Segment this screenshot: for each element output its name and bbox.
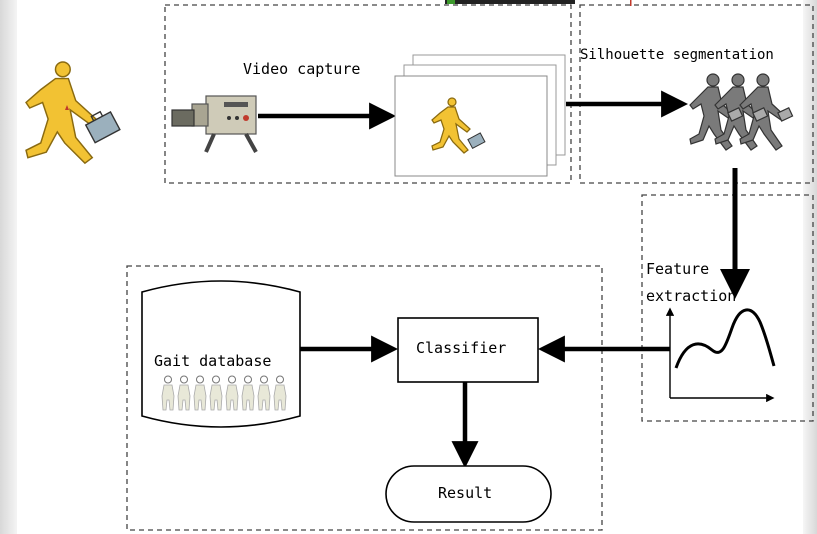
video-capture-box: [164, 4, 572, 184]
silhouette-figures-icon: [689, 73, 794, 151]
top-crop-artifact-red: [630, 0, 632, 6]
top-crop-artifact: [445, 0, 575, 4]
gait-database-label: Gait database: [154, 352, 272, 370]
classifier-label: Classifier: [416, 339, 507, 357]
feature-extraction-box: [641, 194, 814, 422]
recognition-box: [126, 265, 603, 531]
top-crop-artifact-green: [447, 0, 455, 4]
segmentation-box: [579, 4, 814, 184]
result-box: [385, 465, 552, 523]
walking-person-icon: [25, 61, 121, 164]
silhouette-segmentation-label: Silhouette segmentation: [580, 47, 774, 63]
video-capture-label: Video capture: [243, 60, 361, 78]
feature-plot-icon: [665, 307, 776, 403]
feature-label-line2: extraction: [646, 287, 737, 305]
dashed-boxes: [126, 4, 814, 531]
result-label: Result: [438, 484, 493, 502]
left-frame-edge: [0, 0, 17, 534]
frame-briefcase-icon: [467, 132, 486, 150]
classifier-box: [397, 317, 539, 383]
video-frames-stack: [394, 54, 566, 177]
video-camera-icon: [171, 95, 258, 153]
briefcase-icon: [84, 110, 121, 144]
feature-label-line1: Feature: [646, 260, 710, 278]
